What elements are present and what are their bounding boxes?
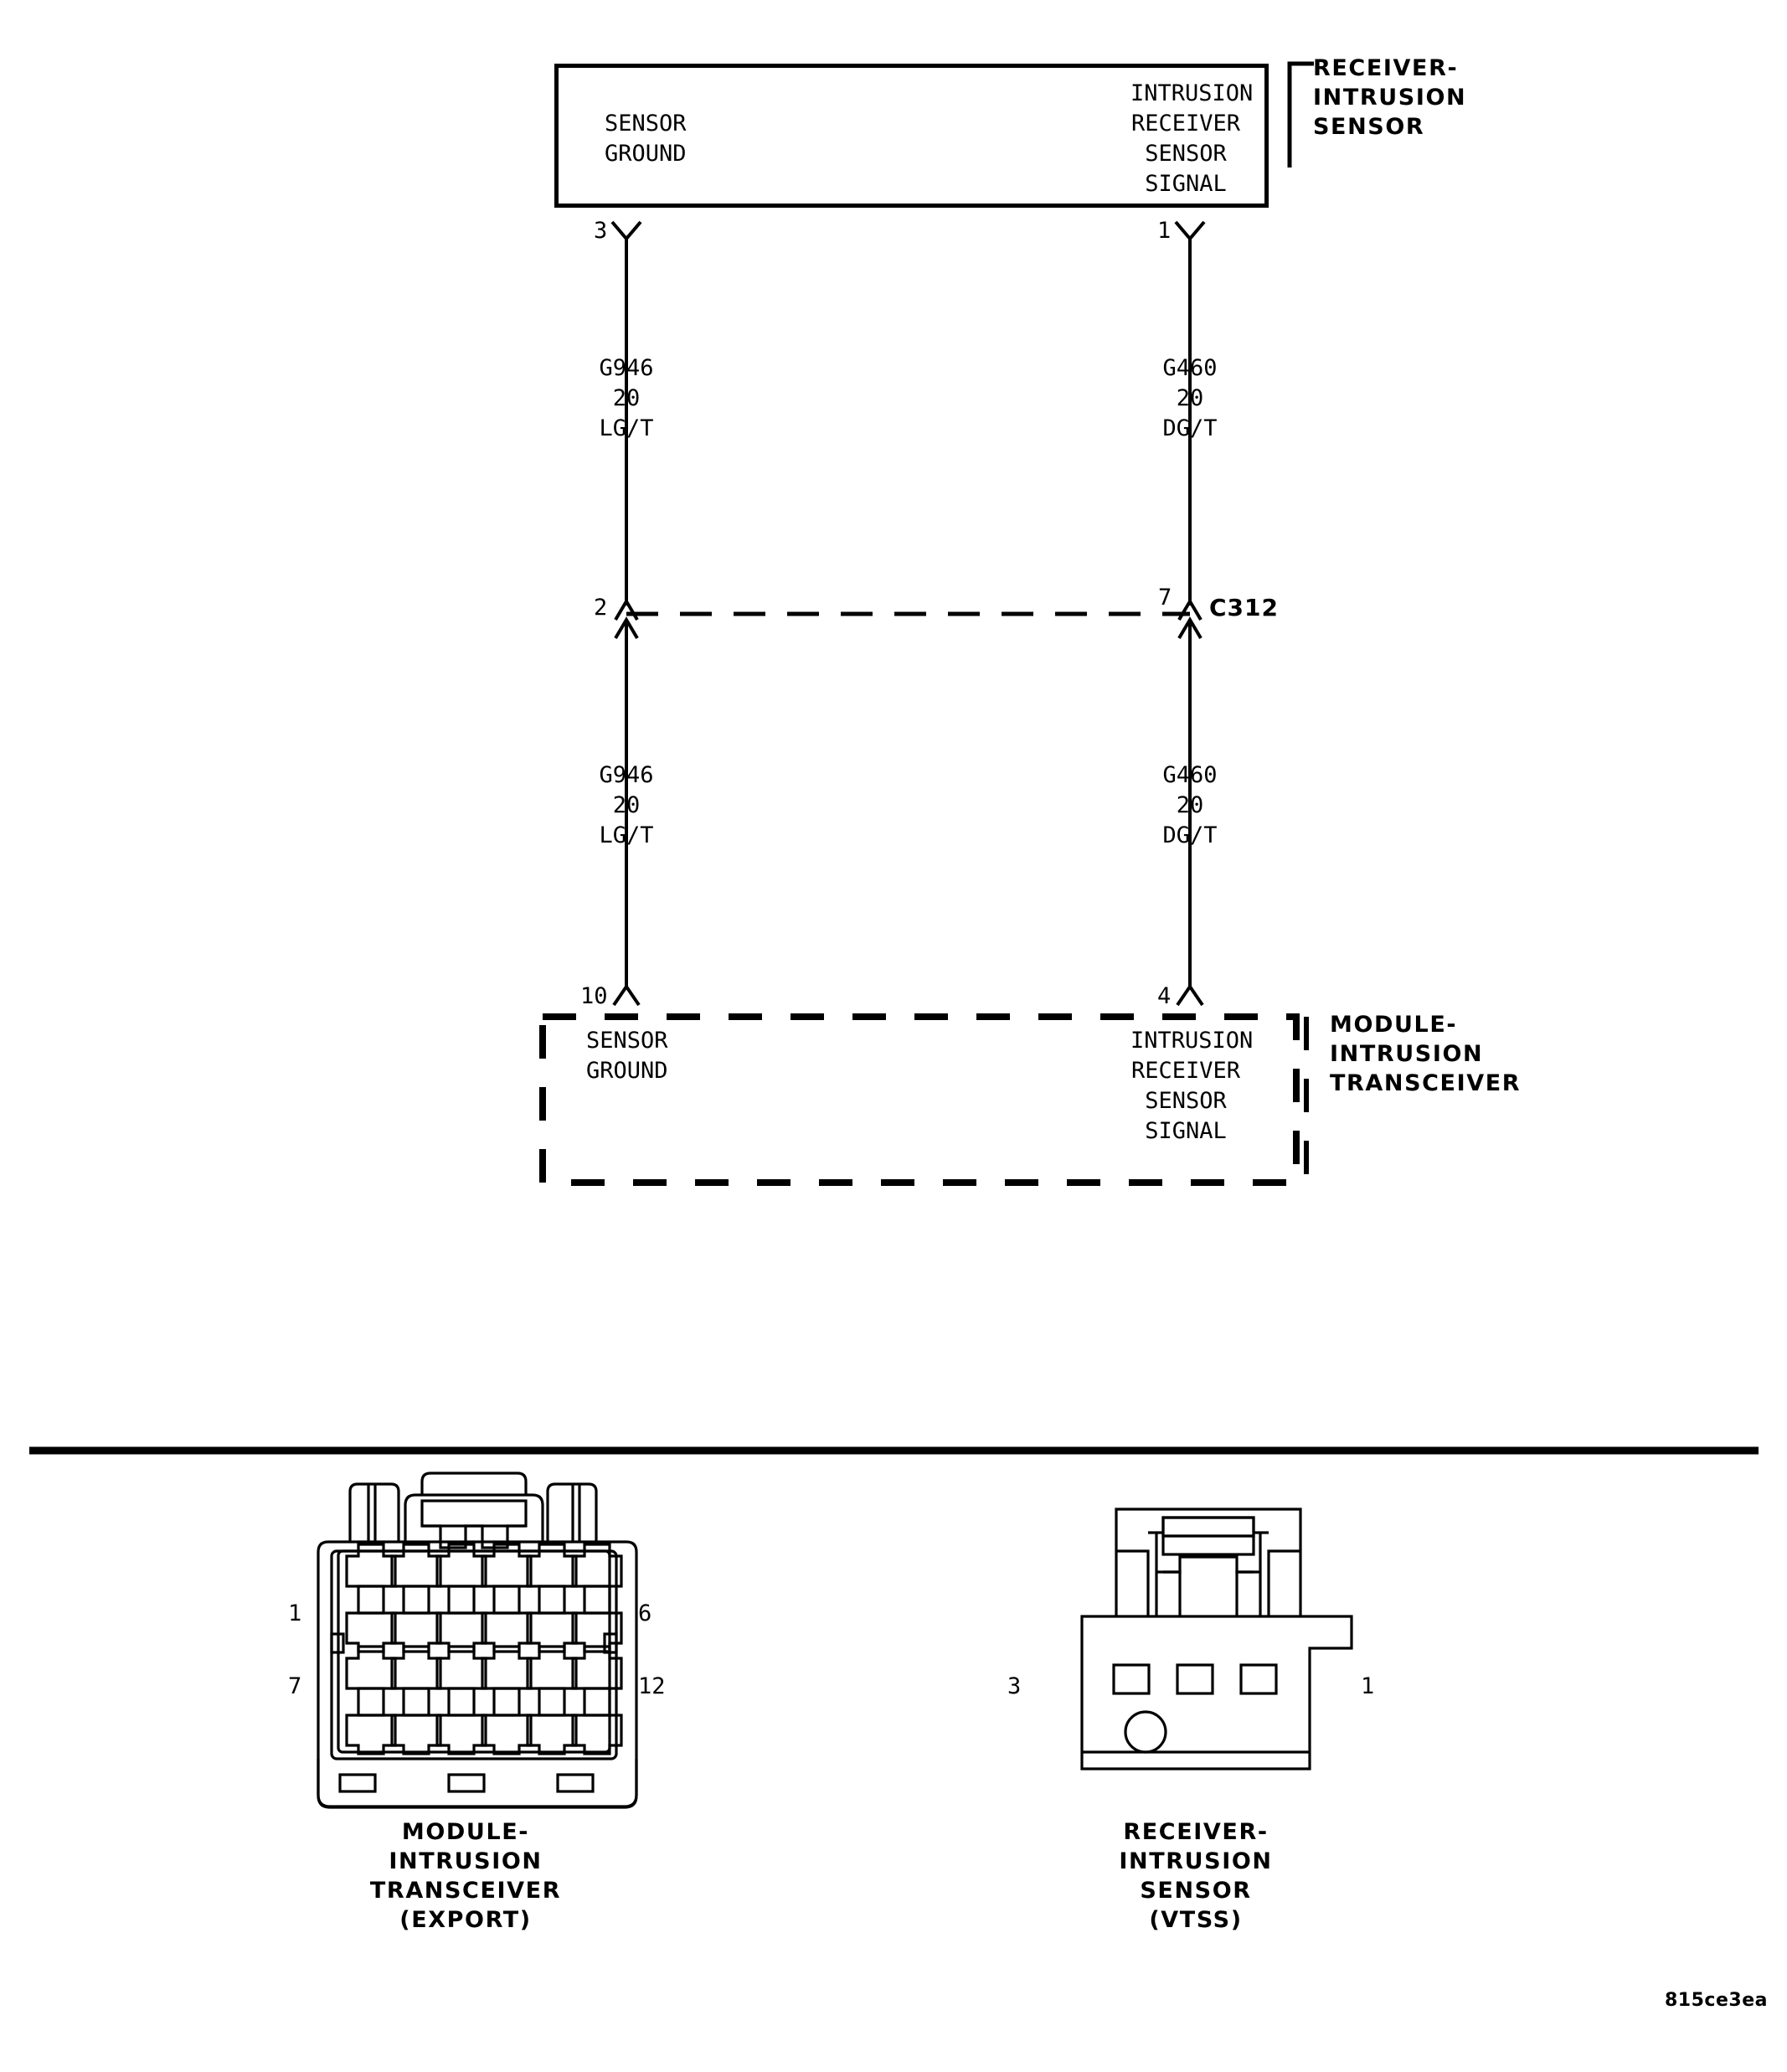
upper-right-wire-circuit: G460 — [1162, 355, 1218, 381]
upper-right-wire-color: DG/T — [1162, 415, 1218, 441]
top-component-right-terminal-label: INTRUSION RECEIVER SENSOR SIGNAL — [1130, 80, 1254, 197]
connector-view-module-transceiver — [317, 1472, 638, 1809]
top-component-box — [554, 64, 1269, 208]
bottom-module-right-pin: 4 — [1157, 983, 1172, 1009]
lower-left-wire-circuit: G946 — [599, 762, 654, 788]
upper-right-wire-gauge: 20 — [1176, 385, 1204, 411]
c312-connector-id: C312 — [1209, 594, 1279, 621]
bottom-module-left-terminal-label: SENSOR GROUND — [586, 1028, 668, 1084]
terminal-y-bottom-left — [612, 983, 641, 1007]
terminal-y-top-right — [1174, 220, 1206, 242]
module-connector-pin-top-left: 1 — [288, 1600, 302, 1626]
top-component-left-pin: 3 — [594, 218, 608, 244]
module-connector-pin-bottom-left: 7 — [288, 1673, 302, 1699]
module-connector-caption: MODULE- INTRUSION TRANSCEIVER (EXPORT) — [369, 1819, 562, 1933]
c312-left-arrow-upper — [614, 598, 639, 621]
c312-left-pin: 2 — [594, 595, 608, 621]
c312-left-arrow-lower — [614, 616, 639, 640]
sensor-connector-caption: RECEIVER- INTRUSION SENSOR (VTSS) — [1119, 1819, 1273, 1933]
c312-right-arrow-lower — [1177, 616, 1202, 640]
upper-left-wire-gauge: 20 — [612, 385, 641, 411]
bottom-module-right-terminal-label: INTRUSION RECEIVER SENSOR SIGNAL — [1130, 1028, 1254, 1144]
lower-left-wire-color: LG/T — [599, 822, 654, 848]
cavity-row-top — [345, 1543, 623, 1653]
c312-right-arrow-upper — [1177, 598, 1202, 621]
module-connector-pin-bottom-right: 12 — [638, 1673, 666, 1699]
upper-left-wire-circuit: G946 — [599, 355, 654, 381]
terminal-y-bottom-right — [1176, 983, 1204, 1007]
module-connector-pin-top-right: 6 — [638, 1600, 652, 1626]
top-component-name: RECEIVER- INTRUSION SENSOR — [1313, 55, 1467, 140]
top-component-bracket — [1287, 61, 1314, 168]
figure-code: 815ce3ea — [1665, 1990, 1768, 2011]
connector-view-intrusion-sensor — [1080, 1508, 1353, 1770]
top-component-right-pin: 1 — [1157, 218, 1172, 244]
lower-right-wire-circuit: G460 — [1162, 762, 1218, 788]
bottom-module-name: MODULE- INTRUSION TRANSCEIVER — [1330, 1012, 1522, 1096]
lower-left-wire-gauge: 20 — [612, 792, 641, 818]
sensor-connector-pin-left: 3 — [1007, 1673, 1022, 1699]
bottom-module-left-pin: 10 — [580, 983, 608, 1009]
top-component-left-terminal-label: SENSOR GROUND — [605, 111, 687, 167]
lower-right-wire-gauge: 20 — [1176, 792, 1204, 818]
upper-left-wire-color: LG/T — [599, 415, 654, 441]
cavity-row-bottom — [345, 1645, 623, 1755]
c312-right-pin: 7 — [1158, 585, 1172, 611]
lower-right-wire-color: DG/T — [1162, 822, 1218, 848]
sensor-connector-pin-right: 1 — [1361, 1673, 1375, 1699]
terminal-y-top-left — [610, 220, 642, 242]
